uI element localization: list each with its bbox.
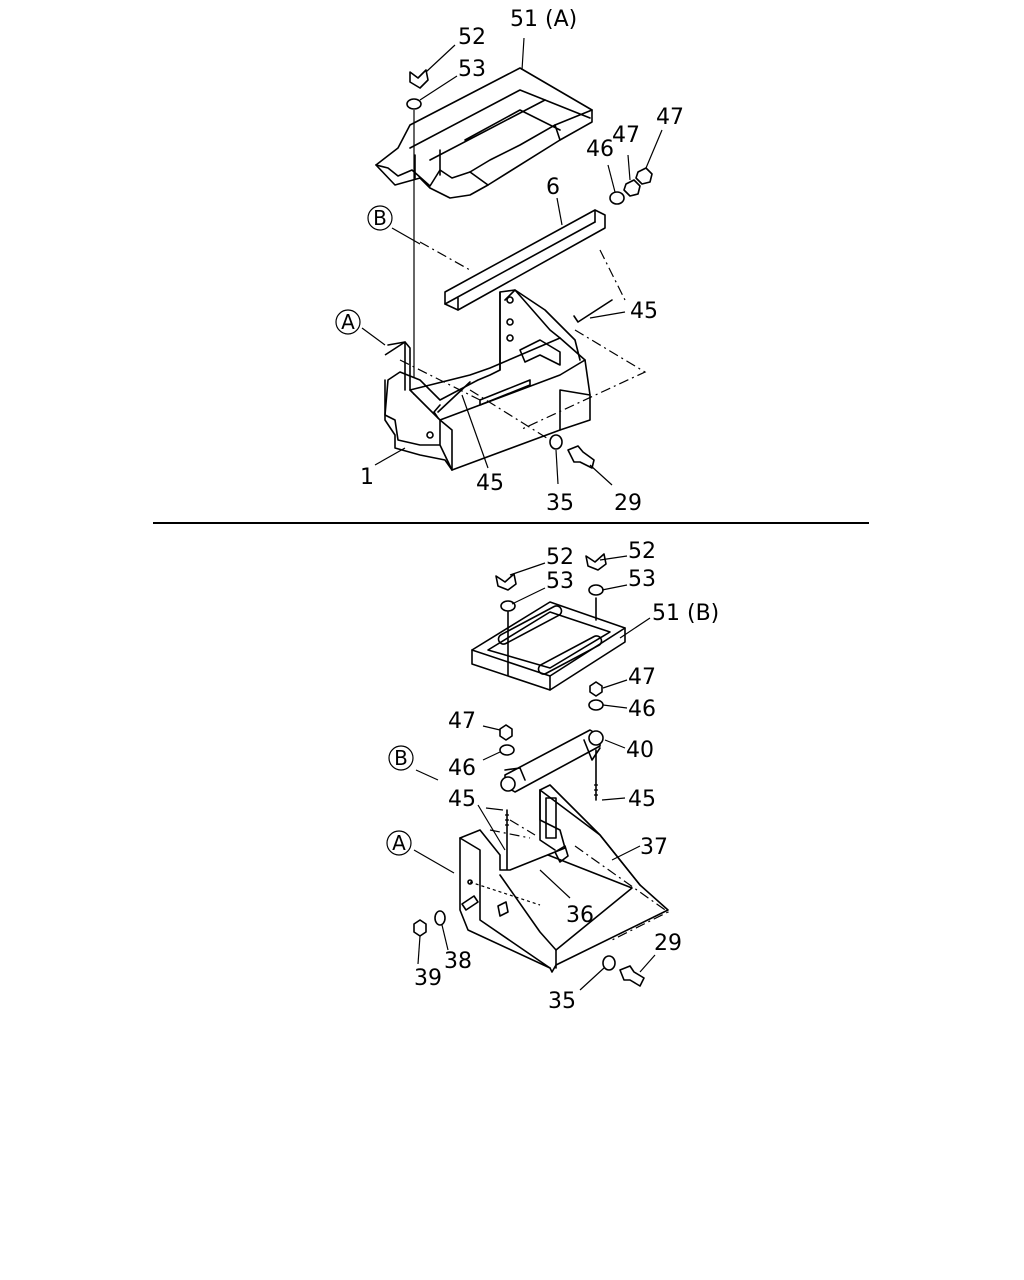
svg-text:B: B xyxy=(373,206,387,230)
washer-53 xyxy=(406,98,422,110)
callout-29: 29 xyxy=(654,931,682,956)
callout-47-b: 47 xyxy=(656,105,684,130)
svg-text:B: B xyxy=(394,746,408,770)
washer-53-right xyxy=(588,584,604,596)
nut-47-b xyxy=(635,167,653,185)
callout-51a: 51 (A) xyxy=(510,7,577,32)
callout-53-right: 53 xyxy=(628,567,656,592)
upper-assembly: 51 (A) 52 53 46 47 47 6 45 45 1 35 29 B … xyxy=(335,7,684,516)
nut-39 xyxy=(413,919,427,937)
callout-40: 40 xyxy=(626,738,654,763)
callout-51b: 51 (B) xyxy=(652,601,719,626)
callout-45-right: 45 xyxy=(628,787,656,812)
callout-47-right: 47 xyxy=(628,665,656,690)
hidden-line-2 xyxy=(469,389,551,441)
ref-marker-b-lower: B xyxy=(388,745,414,771)
upper-leaders xyxy=(361,37,663,486)
wing-nut-52-left xyxy=(495,573,517,591)
callout-47-left: 47 xyxy=(448,709,476,734)
battery-cover-a xyxy=(375,67,593,199)
lower-assembly: 52 52 53 53 51 (B) 47 46 47 46 40 45 45 … xyxy=(386,539,719,1014)
washer-46 xyxy=(609,191,625,205)
lower-hidden-1 xyxy=(489,829,531,839)
battery-cover-b xyxy=(471,601,626,691)
nut-47-left xyxy=(499,724,513,741)
svg-text:A: A xyxy=(341,310,355,334)
callout-52: 52 xyxy=(458,25,486,50)
hidden-line-1 xyxy=(599,249,626,301)
callout-39: 39 xyxy=(414,966,442,991)
j-bolt-45-right xyxy=(573,299,613,323)
callout-53: 53 xyxy=(458,57,486,82)
nut-47-right xyxy=(589,681,603,697)
callout-46-right: 46 xyxy=(628,697,656,722)
bolt-38-shank xyxy=(461,895,479,911)
callout-6: 6 xyxy=(546,175,560,200)
callout-1: 1 xyxy=(360,465,374,490)
bolt-29 xyxy=(567,445,595,469)
battery-tray-lower xyxy=(459,784,669,973)
hidden-line-4 xyxy=(399,359,481,401)
callout-45-left: 45 xyxy=(476,471,504,496)
svg-text:A: A xyxy=(392,831,406,855)
ref-marker-b-upper: B xyxy=(367,205,393,231)
callout-37: 37 xyxy=(640,835,668,860)
callout-45-left: 45 xyxy=(448,787,476,812)
ref-line-b xyxy=(419,241,471,271)
washer-53-left xyxy=(500,600,516,612)
washer-46-right xyxy=(588,699,604,711)
bolt-29-lower xyxy=(619,965,645,987)
hidden-line-3 xyxy=(519,329,647,431)
lower-hidden-2 xyxy=(574,845,670,941)
callout-36: 36 xyxy=(566,903,594,928)
washer-35 xyxy=(549,434,563,450)
washer-38 xyxy=(434,910,446,926)
callout-46-left: 46 xyxy=(448,756,476,781)
j-bolt-45-left xyxy=(433,381,471,419)
wing-nut-52 xyxy=(409,69,429,89)
callout-46: 46 xyxy=(586,137,614,162)
callout-35: 35 xyxy=(548,989,576,1014)
clamp-bar-40 xyxy=(500,729,604,793)
callout-35: 35 xyxy=(546,491,574,516)
washer-35-lower xyxy=(602,955,616,971)
callout-29: 29 xyxy=(614,491,642,516)
hold-down-bar-6 xyxy=(444,209,606,311)
ref-marker-a-lower: A xyxy=(386,830,412,856)
callout-52-right: 52 xyxy=(628,539,656,564)
callout-47-a: 47 xyxy=(612,123,640,148)
callout-45-right: 45 xyxy=(630,299,658,324)
wing-nut-52-right xyxy=(585,553,607,571)
nut-47-a xyxy=(623,179,641,197)
washer-46-left xyxy=(499,744,515,756)
callout-52-left: 52 xyxy=(546,545,574,570)
battery-tray-1 xyxy=(384,289,591,471)
lower-leaders xyxy=(413,555,656,991)
ref-marker-a-upper: A xyxy=(335,309,361,335)
callout-38: 38 xyxy=(444,949,472,974)
callout-53-left: 53 xyxy=(546,569,574,594)
